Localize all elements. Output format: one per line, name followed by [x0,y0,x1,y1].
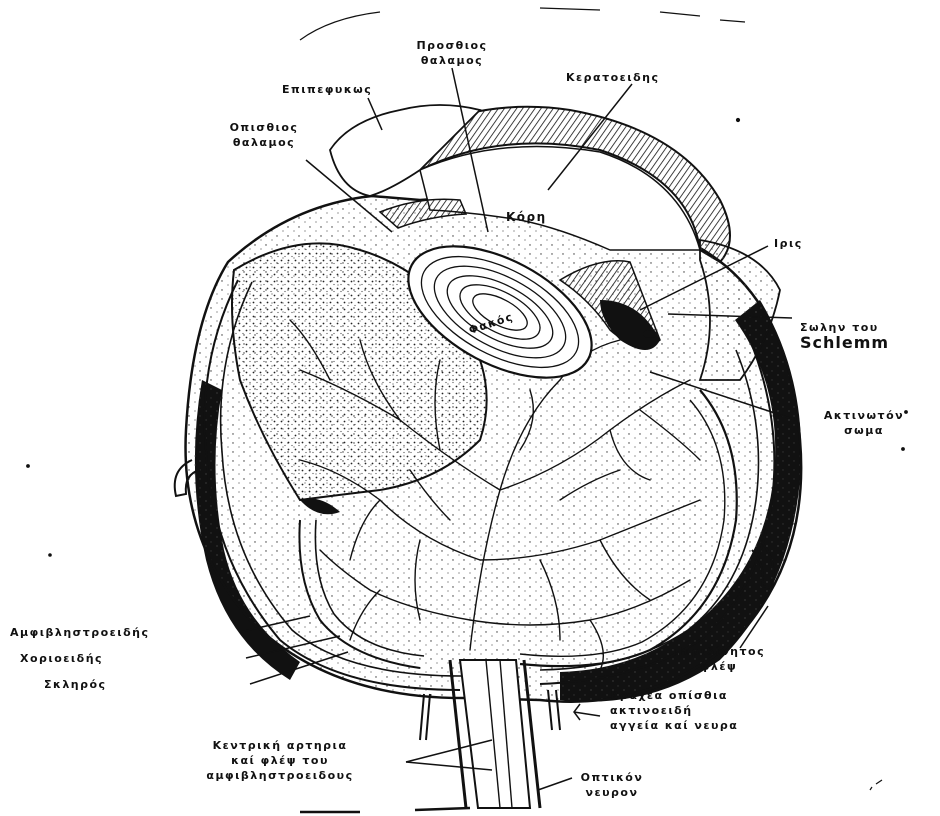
label-conjunctiva: Επιπεφυκως [282,82,372,97]
label-short-ciliary-line1: Βραχέα οπίσθια [610,688,738,703]
label-choroid: Χοριοειδής [20,651,103,666]
label-iris: Ιρις [774,236,803,251]
label-cornea: Κερατοειδης [566,70,659,85]
label-optic-nerve: Οπτικόν νευρον [562,770,662,800]
label-conjunctiva-text: Επιπεφυκως [282,82,372,97]
label-short-ciliary-line3: αγγεία καί νευρα [610,718,738,733]
label-retina-text: Αμφιβληστροειδής [10,625,150,640]
label-pupil: Κόρη [506,210,547,225]
label-vortex-vein-line2: φλέψ [654,659,784,674]
label-central-artery-line2: καί φλέψ του [170,753,390,768]
label-ciliary-body: Ακτινωτόν σωμα [804,408,924,438]
label-retina: Αμφιβληστροειδής [10,625,150,640]
label-vortex-vein: Περιδίνητος φλέψ [654,644,784,674]
label-central-artery-line1: Κεντρική αρτηρια [170,738,390,753]
label-anterior-chamber-line1: Προσθιος [402,38,502,53]
label-ciliary-body-line1: Ακτινωτόν [804,408,924,423]
label-posterior-chamber: Οπισθιος θαλαμος [214,120,314,150]
label-short-ciliary-line2: ακτινοειδή [610,703,738,718]
label-anterior-chamber: Προσθιος θαλαμος [402,38,502,68]
label-sclera-text: Σκληρός [44,677,107,692]
label-optic-nerve-line1: Οπτικόν [562,770,662,785]
label-posterior-chamber-line1: Οπισθιος [214,120,314,135]
label-short-ciliary: Βραχέα οπίσθια ακτινοειδή αγγεία καί νευ… [610,688,738,733]
schlemm-canal [643,330,657,338]
label-cornea-text: Κερατοειδης [566,70,659,85]
label-posterior-chamber-line2: θαλαμος [214,135,314,150]
label-optic-nerve-line2: νευρον [562,785,662,800]
label-anterior-chamber-line2: θαλαμος [402,53,502,68]
label-schlemm: Σωλην του Schlemm [800,320,889,350]
label-central-artery-line3: αμφιβληστροειδους [170,768,390,783]
label-choroid-text: Χοριοειδής [20,651,103,666]
label-pupil-text: Κόρη [506,210,547,225]
label-ciliary-body-line2: σωμα [804,423,924,438]
label-schlemm-line2: Schlemm [800,335,889,350]
label-iris-text: Ιρις [774,236,803,251]
label-central-artery: Κεντρική αρτηρια καί φλέψ του αμφιβληστρ… [170,738,390,783]
label-sclera: Σκληρός [44,677,107,692]
optic-nerve [450,660,540,808]
label-vortex-vein-line1: Περιδίνητος [654,644,784,659]
